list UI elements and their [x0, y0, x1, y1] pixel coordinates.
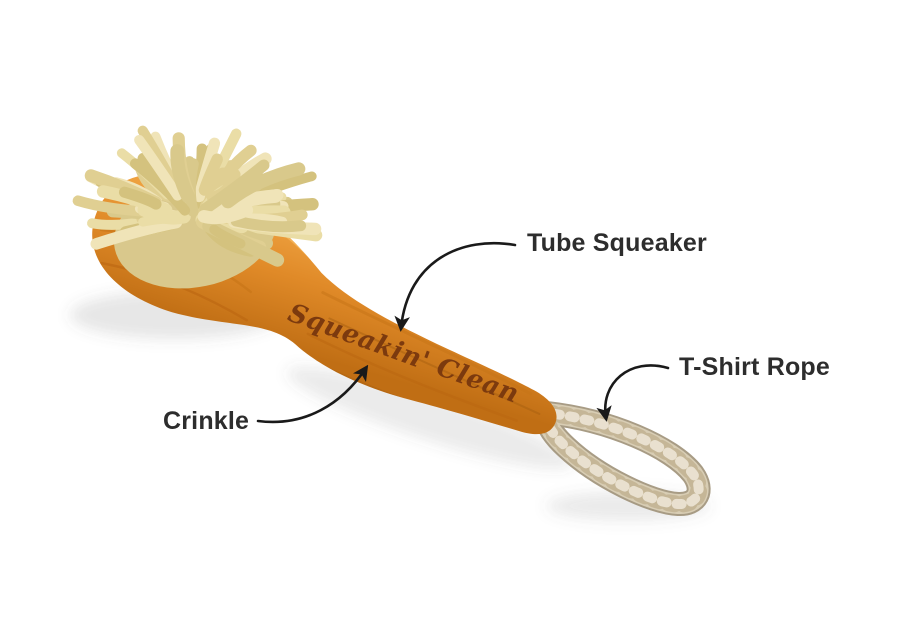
annotation-label-tube-squeaker: Tube Squeaker: [527, 229, 707, 257]
arrow-t-shirt-rope: [596, 364, 670, 422]
rope-loop: [534, 401, 711, 516]
mop-fibers: [72, 125, 323, 267]
annotation-label-t-shirt-rope: T-Shirt Rope: [679, 353, 831, 381]
annotation-label-crinkle: Crinkle: [163, 407, 250, 435]
arrow-tube-squeaker: [394, 241, 517, 332]
arrow-crinkle: [256, 364, 369, 424]
annotation-arrows: [256, 241, 670, 424]
